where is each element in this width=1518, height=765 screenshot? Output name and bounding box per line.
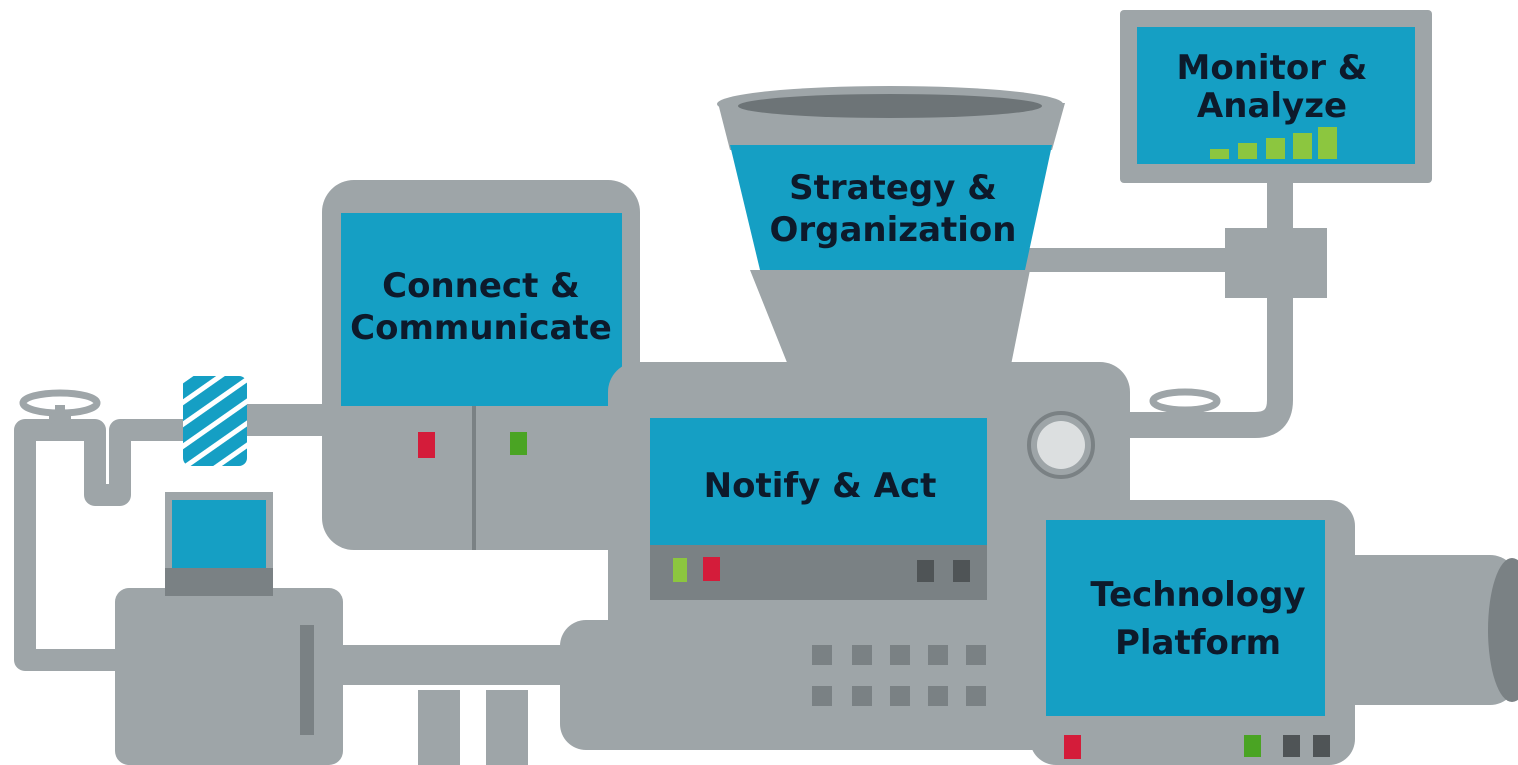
- notify-panel: Notify & Act: [650, 418, 987, 600]
- notify-red-light: [703, 557, 720, 581]
- monitor-display: Monitor & Analyze: [1120, 10, 1432, 298]
- notify-dark-light-1: [917, 560, 934, 582]
- monitor-label-line1: Monitor &: [1177, 48, 1368, 88]
- connect-label-line2: Communicate: [350, 308, 612, 348]
- tank-body: [115, 588, 343, 765]
- connect-door-divider: [472, 406, 476, 550]
- vent-grid: [812, 645, 986, 706]
- technology-unit: Technology Platform: [1030, 500, 1518, 765]
- strategy-funnel: Strategy & Organization: [717, 86, 1065, 270]
- small-monitor-screen: [172, 500, 266, 568]
- connect-red-light: [418, 432, 435, 458]
- tank-slot: [300, 625, 314, 735]
- funnel-band: [730, 145, 1052, 270]
- signal-bars-icon: [1210, 127, 1337, 159]
- pipe-u-bend: [49, 419, 211, 506]
- pressure-gauge-face: [1037, 421, 1085, 469]
- connect-label-line1: Connect &: [382, 266, 580, 306]
- connect-screen: [341, 213, 622, 406]
- notify-lime-light: [673, 558, 687, 582]
- connect-green-light: [510, 432, 527, 455]
- notify-screen: [650, 418, 987, 545]
- small-monitor-base: [165, 568, 273, 596]
- machine-leg-left: [418, 690, 460, 765]
- notify-label: Notify & Act: [704, 466, 937, 506]
- machine-leg-right: [486, 690, 528, 765]
- technology-label-line1: Technology: [1090, 575, 1305, 615]
- monitor-label-line2: Analyze: [1197, 86, 1347, 126]
- funnel-neck: [750, 270, 1030, 370]
- lower-left-tank: [115, 492, 343, 765]
- pipe-monitor-stand: [1097, 167, 1293, 438]
- technology-dark-light-2: [1313, 735, 1330, 757]
- left-valve: [19, 389, 101, 427]
- technology-red-light: [1064, 735, 1081, 759]
- exhaust-opening: [1488, 558, 1518, 702]
- central-body-lower: [560, 620, 1080, 750]
- technology-dark-light-1: [1283, 735, 1300, 757]
- connect-cabinet: Connect & Communicate: [322, 180, 640, 550]
- right-valve-wheel: [1149, 388, 1221, 414]
- technology-green-light: [1244, 735, 1261, 757]
- technology-label-line2: Platform: [1115, 623, 1281, 663]
- notify-control-strip: [650, 545, 987, 600]
- technology-screen: [1046, 520, 1325, 716]
- strategy-label-line1: Strategy &: [789, 168, 997, 208]
- notify-dark-light-2: [953, 560, 970, 582]
- monitor-joint: [1225, 228, 1327, 298]
- funnel-opening: [738, 94, 1042, 118]
- strategy-label-line2: Organization: [769, 210, 1016, 250]
- pipe-network: [14, 167, 1293, 685]
- striped-filter: [183, 376, 247, 466]
